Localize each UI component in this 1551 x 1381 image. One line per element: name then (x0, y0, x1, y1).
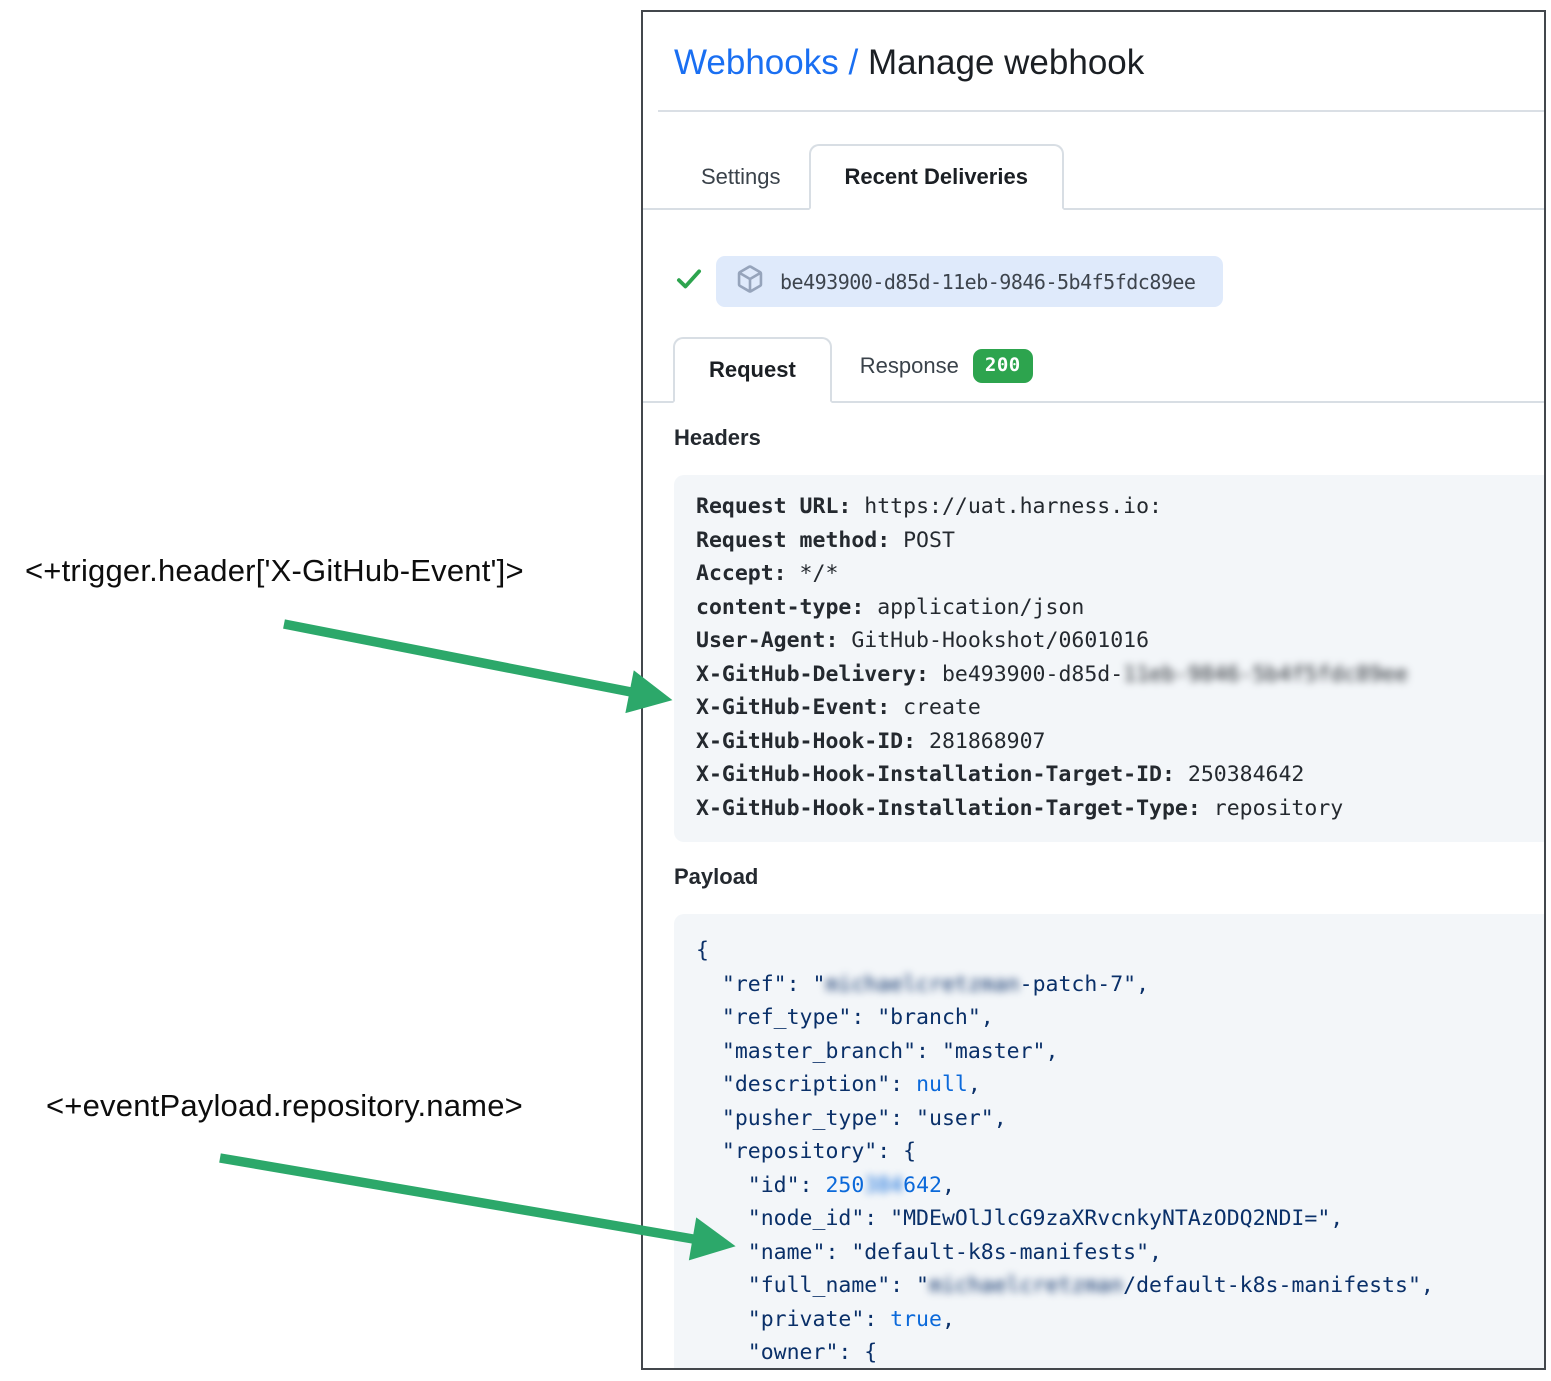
delivery-guid: be493900-d85d-11eb-9846-5b4f5fdc89ee (780, 269, 1196, 294)
header-line: Accept: */* (696, 557, 1534, 591)
redacted-text: michaelcretzman (825, 971, 1020, 997)
payload-section-heading: Payload (674, 864, 759, 889)
breadcrumb-separator: / (848, 43, 859, 82)
header-key: X-GitHub-Delivery: (696, 661, 929, 687)
delivery-row: be493900-d85d-11eb-9846-5b4f5fdc89ee (674, 256, 1514, 307)
header-value: https://uat.harness.io: (851, 494, 1163, 519)
payload-line: "id": 250384642, (696, 1169, 1534, 1203)
payload-token: "name": "default-k8s-manifests", (696, 1239, 1162, 1265)
header-value: be493900-d85d- (929, 661, 1124, 687)
payload-token: "repository": { (696, 1139, 917, 1164)
header-value: application/json (864, 594, 1085, 620)
header-key: X-GitHub-Event: (696, 695, 891, 720)
check-icon (674, 264, 704, 299)
header-value: GitHub-Hookshot/0601016 (838, 628, 1150, 653)
tab-recent-deliveries[interactable]: Recent Deliveries (808, 144, 1064, 210)
payload-token: "owner": { (696, 1340, 878, 1365)
header-key: content-type: (696, 594, 865, 620)
payload-line: "owner": { (696, 1336, 1534, 1368)
delivery-id-pill[interactable]: be493900-d85d-11eb-9846-5b4f5fdc89ee (716, 256, 1224, 307)
header-key: X-GitHub-Hook-Installation-Target-Type: (696, 795, 1201, 821)
tab-settings[interactable]: Settings (701, 164, 781, 189)
header-value: POST (890, 527, 955, 553)
header-line: X-GitHub-Event: create (696, 691, 1534, 725)
header-value: */* (786, 561, 839, 586)
payload-line: { (696, 934, 1534, 968)
payload-line: "name": "default-k8s-manifests", (696, 1236, 1534, 1270)
header-line: X-GitHub-Hook-ID: 281868907 (696, 725, 1534, 759)
header-key: Request URL: (696, 494, 852, 519)
package-icon (736, 265, 764, 298)
payload-json-block: { "ref": "michaelcretzman-patch-7", "ref… (674, 914, 1544, 1368)
annotation-trigger-header-expression: <+trigger.header['X-GitHub-Event']> (25, 553, 524, 588)
redacted-text: 11eb-9846-5b4f5fdc89ee (1123, 661, 1408, 687)
annotation-event-payload-expression: <+eventPayload.repository.name> (46, 1088, 523, 1123)
payload-line: "private": true, (696, 1303, 1534, 1337)
payload-token: "description": (696, 1072, 917, 1097)
manage-webhook-panel: Webhooks / Manage webhook Settings Recen… (641, 10, 1546, 1370)
payload-token: "node_id": "MDEwOlJlcG9zaXRvcnkyNTAzODQ2… (696, 1206, 1344, 1231)
header-value: 281868907 (916, 728, 1046, 754)
header-line: content-type: application/json (696, 591, 1534, 625)
header-key: X-GitHub-Hook-ID: (696, 728, 917, 754)
page-title: Webhooks / Manage webhook (674, 43, 1514, 83)
payload-line: "pusher_type": "user", (696, 1102, 1534, 1136)
payload-token: 642 (903, 1172, 942, 1198)
header-line: Request method: POST (696, 524, 1534, 558)
arrow-to-repository-name (219, 1153, 736, 1261)
payload-line: "repository": { (696, 1135, 1534, 1169)
payload-line: "ref_type": "branch", (696, 1001, 1534, 1035)
header-key: User-Agent: (696, 628, 839, 653)
payload-token: "full_name": " (696, 1273, 929, 1298)
arrow-to-x-github-event (283, 619, 673, 714)
redacted-text: michaelcretzman (929, 1273, 1124, 1298)
header-key: X-GitHub-Hook-Installation-Target-ID: (696, 762, 1175, 787)
payload-line: "description": null, (696, 1068, 1534, 1102)
request-response-tabnav: Request Response 200 (643, 331, 1544, 403)
header-value: 250384642 (1174, 762, 1305, 787)
headers-section-heading: Headers (674, 425, 761, 450)
payload-line: "ref": "michaelcretzman-patch-7", (696, 968, 1534, 1002)
payload-token: true (890, 1306, 942, 1332)
header-line: Request URL: https://uat.harness.io: (696, 490, 1534, 524)
payload-token: "private": (696, 1306, 891, 1332)
header-value: create (890, 695, 981, 720)
request-headers-block: Request URL: https://uat.harness.io:Requ… (674, 475, 1544, 842)
page-title-text: Manage webhook (867, 43, 1145, 82)
payload-token: -patch-7", (1019, 971, 1150, 997)
payload-token: "ref_type": "branch", (696, 1005, 994, 1030)
payload-token: , (967, 1072, 981, 1097)
payload-token: , (941, 1306, 955, 1332)
header-line: User-Agent: GitHub-Hookshot/0601016 (696, 624, 1534, 658)
webhooks-breadcrumb-link[interactable]: Webhooks (674, 43, 839, 82)
header-key: Request method: (696, 527, 891, 553)
payload-token: 250 (825, 1172, 865, 1198)
response-status-badge: 200 (972, 349, 1033, 383)
header-key: Accept: (696, 561, 787, 586)
header-line: X-GitHub-Hook-Installation-Target-Type: … (696, 792, 1534, 826)
payload-token: /default-k8s-manifests", (1123, 1273, 1434, 1298)
redacted-text: 384 (864, 1172, 904, 1198)
tab-response-label: Response (859, 353, 959, 378)
tab-response[interactable]: Response 200 (832, 331, 1061, 401)
payload-token: "pusher_type": "user", (696, 1105, 1007, 1131)
header-line: X-GitHub-Delivery: be493900-d85d-11eb-98… (696, 658, 1534, 692)
title-divider (658, 110, 1544, 112)
webhook-tabnav: Settings Recent Deliveries (643, 144, 1544, 210)
header-value: repository (1200, 795, 1344, 821)
payload-line: "master_branch": "master", (696, 1035, 1534, 1069)
payload-line: "node_id": "MDEwOlJlcG9zaXRvcnkyNTAzODQ2… (696, 1202, 1534, 1236)
payload-token: "ref": " (696, 971, 826, 997)
tab-request[interactable]: Request (673, 337, 832, 403)
payload-token: "id": (696, 1172, 826, 1198)
payload-token: { (696, 938, 709, 963)
payload-token: "master_branch": "master", (696, 1038, 1059, 1064)
payload-line: "full_name": "michaelcretzman/default-k8… (696, 1269, 1534, 1303)
payload-token: null (916, 1072, 968, 1097)
payload-token: , (941, 1172, 955, 1198)
header-line: X-GitHub-Hook-Installation-Target-ID: 25… (696, 758, 1534, 792)
